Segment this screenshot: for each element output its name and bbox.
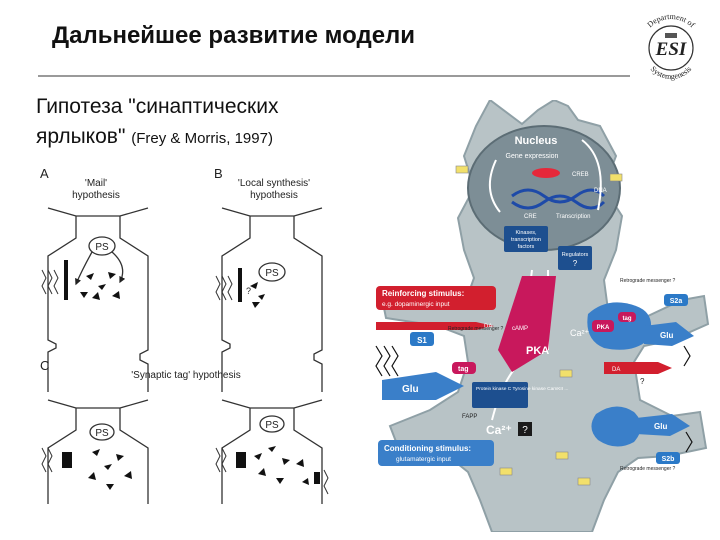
panel-b-question: ? bbox=[246, 286, 251, 296]
pka-wedge bbox=[498, 276, 556, 372]
kinases-label-2: transcription bbox=[511, 237, 541, 243]
hypothesis-heading: Гипотеза "синаптических ярлыков" (Frey &… bbox=[36, 92, 278, 154]
kinases-list-label: Protein kinase C Tyrosine kinase CamKII … bbox=[476, 386, 568, 392]
tag-right-label: tag bbox=[623, 316, 632, 322]
hypothesis-line2: ярлыков" bbox=[36, 125, 126, 148]
kinases-label-3: factors bbox=[518, 244, 535, 250]
logo-center-text: ESI bbox=[655, 39, 687, 60]
panel-c-letter: C bbox=[40, 358, 49, 373]
tag-left-label: tag bbox=[458, 366, 469, 373]
conditioning-title: Conditioning stimulus: bbox=[384, 444, 471, 453]
logo-text-top: Department of bbox=[646, 12, 697, 30]
panel-b: B 'Local synthesis' hypothesis PS ? bbox=[214, 166, 323, 392]
panel-a-ps: PS bbox=[95, 242, 109, 253]
panel-c-caption: 'Synaptic tag' hypothesis bbox=[131, 370, 240, 381]
panel-c-ps2: PS bbox=[265, 420, 279, 431]
camp-label: cAMP bbox=[512, 326, 528, 332]
pka-label: PKA bbox=[526, 345, 549, 357]
regulators-box bbox=[558, 246, 592, 270]
retro-label-2: Retrograde messenger ? bbox=[620, 278, 676, 284]
tag-right bbox=[618, 312, 636, 322]
panel-b-caption1: 'Local synthesis' bbox=[238, 178, 310, 189]
da-axon-left bbox=[376, 322, 494, 330]
s2b-box bbox=[656, 452, 680, 464]
panel-b-ps: PS bbox=[265, 268, 279, 279]
nucleus-label: Nucleus bbox=[515, 135, 558, 147]
da-label-2: DA bbox=[612, 367, 620, 373]
da-label-1: DA bbox=[484, 324, 492, 330]
conditioning-sub: glutamatergic input bbox=[396, 456, 451, 463]
panel-b-letter: B bbox=[214, 166, 223, 181]
retro-label-1: Retrograde messenger ? bbox=[448, 326, 504, 332]
glu-right-upper bbox=[644, 322, 694, 346]
department-logo: Department of Systemgenesis ESI bbox=[646, 12, 697, 81]
creb-shape bbox=[532, 168, 560, 178]
s1-box bbox=[410, 332, 434, 346]
cre-label: CRE bbox=[524, 214, 537, 220]
gene-expression-label: Gene expression bbox=[506, 153, 559, 160]
reinforcing-title: Reinforcing stimulus: bbox=[382, 289, 464, 298]
neuron-diagram: Nucleus Gene expression CREB DNA CRE Tra… bbox=[372, 100, 712, 532]
glu-right-lower bbox=[636, 414, 690, 436]
slide-title: Дальнейшее развитие модели bbox=[52, 22, 416, 49]
s2a-box bbox=[664, 294, 688, 306]
pka-small-label: PKA bbox=[597, 325, 610, 331]
panel-a: A 'Mail' hypothesis PS bbox=[40, 166, 149, 392]
hypothesis-citation: (Frey & Morris, 1997) bbox=[131, 130, 273, 147]
s2a-label: S2a bbox=[670, 298, 683, 305]
right-question: ? bbox=[640, 377, 645, 386]
question-box-label: ? bbox=[522, 425, 528, 436]
tag-left bbox=[452, 362, 476, 374]
panel-a-caption1: 'Mail' bbox=[85, 178, 107, 189]
logo-text-bottom: Systemgenesis bbox=[649, 64, 694, 81]
s1-label: S1 bbox=[417, 336, 427, 345]
svg-text:Department of: Department of bbox=[646, 12, 697, 30]
panel-c-ps1: PS bbox=[95, 428, 109, 439]
ca-left-label: Ca²⁺ bbox=[486, 423, 512, 437]
glu-left bbox=[382, 372, 464, 400]
s2b-label: S2b bbox=[662, 456, 675, 463]
ca-right-label: Ca²⁺ bbox=[570, 328, 590, 338]
retro-label-3: Retrograde messenger ? bbox=[620, 466, 676, 472]
regulators-question: ? bbox=[573, 259, 578, 268]
synaptic-tag-panels: A 'Mail' hypothesis PS B 'Local synthesi… bbox=[40, 166, 329, 504]
svg-text:Systemgenesis: Systemgenesis bbox=[649, 64, 694, 81]
kinases-box bbox=[504, 226, 548, 252]
panel-b-caption2: hypothesis bbox=[250, 190, 298, 201]
transcription-label: Transcription bbox=[556, 214, 590, 220]
panel-c: C 'Synaptic tag' hypothesis PS PS bbox=[40, 358, 329, 504]
reinforcing-box bbox=[376, 286, 496, 310]
reinforcing-sub: e.g. dopaminergic input bbox=[382, 301, 450, 308]
kinases-list-box bbox=[472, 382, 528, 408]
conditioning-box bbox=[378, 440, 494, 466]
kinases-label: Kinases, bbox=[515, 230, 537, 236]
panel-a-letter: A bbox=[40, 166, 49, 181]
glu-right-upper-label: Glu bbox=[660, 331, 673, 340]
question-box bbox=[518, 422, 532, 436]
hypothesis-line1: Гипотеза "синаптических bbox=[36, 95, 279, 118]
fapp-label: FAPP bbox=[462, 414, 477, 420]
spine-lower bbox=[591, 406, 641, 447]
title-underline bbox=[38, 75, 630, 77]
creb-label: CREB bbox=[572, 172, 589, 178]
pka-small-box bbox=[592, 320, 614, 332]
panel-a-caption2: hypothesis bbox=[72, 190, 120, 201]
regulators-label: Regulators bbox=[562, 252, 589, 258]
glu-right-lower-label: Glu bbox=[654, 422, 667, 431]
da-axon-right bbox=[604, 362, 672, 374]
glu-left-label: Glu bbox=[402, 384, 419, 395]
